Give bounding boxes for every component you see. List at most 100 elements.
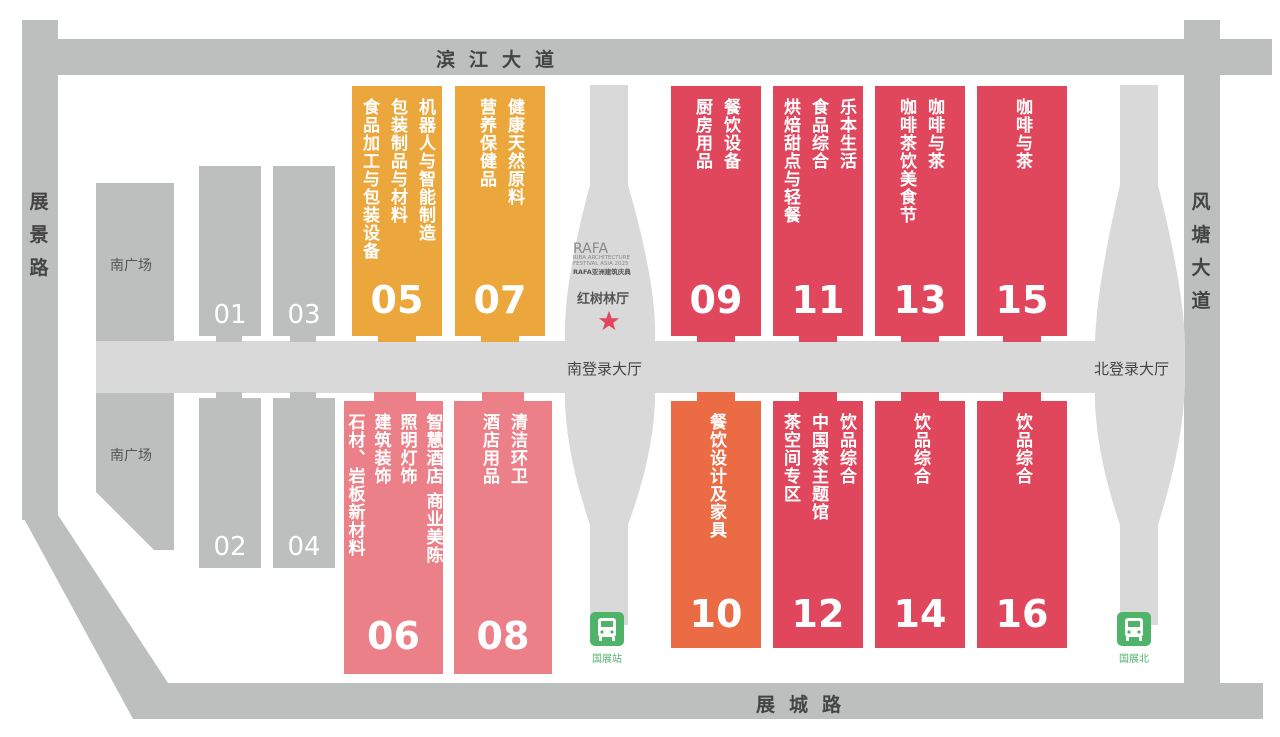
road-east (1184, 20, 1220, 685)
hall-05[interactable]: 机器人与智能制造 包装制品与材料 食品加工与包装设备 05 (352, 86, 442, 336)
hall-05-connector (378, 334, 416, 342)
hall-09[interactable]: 餐饮设备 厨房用品 09 (671, 86, 761, 336)
hall-category: 酒店用品 (479, 413, 499, 485)
south-plaza-upper-label: 南广场 (110, 258, 152, 274)
hall-category: 建筑装饰 (370, 413, 391, 485)
hall-10[interactable]: 餐饮设计及家具 10 (671, 401, 761, 648)
hall-02[interactable]: 02 (199, 398, 261, 568)
hall-category: 机器人与智能制造 (415, 98, 435, 242)
road-north (48, 39, 1272, 75)
hall-04-connector (290, 392, 316, 400)
south-lobby-label: 南登录大厅 (567, 360, 643, 378)
hall-number: 07 (473, 278, 527, 322)
south-plaza-lower (96, 392, 174, 550)
bus-icon (1125, 618, 1143, 641)
hall-number: 04 (287, 532, 321, 562)
hall-14-connector (901, 392, 939, 402)
hall-category: 饮品综合 (1012, 413, 1032, 485)
south-plaza-lower-label: 南广场 (110, 448, 152, 464)
hall-category: 中国茶主题馆 (808, 413, 828, 521)
hall-15[interactable]: 咖啡与茶 15 (977, 86, 1067, 336)
atrium-north (1094, 85, 1185, 625)
hall-number: 03 (287, 300, 321, 330)
hall-16-connector (1003, 392, 1041, 402)
north-lobby-label: 北登录大厅 (1094, 360, 1170, 378)
hall-number: 05 (370, 278, 424, 322)
hall-category: 饮品综合 (836, 413, 856, 485)
hall-category: 包装制品与材料 (387, 98, 407, 224)
hall-number: 14 (893, 592, 947, 636)
hall-06-connector (374, 392, 416, 402)
hall-13[interactable]: 咖啡与茶 咖啡茶饮美食节 13 (875, 86, 965, 336)
hall-06[interactable]: 智慧酒店 商业美陈 照明灯饰 建筑装饰 石材、岩板新材料 06 (344, 401, 443, 674)
road-south (133, 683, 1263, 719)
hall-category: 饮品综合 (910, 413, 930, 485)
hall-category: 餐饮设备 (720, 98, 740, 170)
road-south-label: 展城路 (756, 694, 856, 716)
road-west-label: 展景路 (29, 191, 49, 279)
rafa-logo-text: RAFA (573, 241, 609, 257)
rafa-logo: RAFA RIBA ARCHITECTURE FESTIVAL ASIA 202… (573, 241, 653, 277)
hall-13-connector (901, 334, 939, 342)
hall-category: 照明灯饰 (396, 413, 417, 485)
bus-stop-guozhanbei-label: 国展北 (1119, 654, 1149, 665)
hall-category: 智慧酒店 商业美陈 (422, 413, 443, 564)
bus-stop-guozhan[interactable] (590, 612, 624, 646)
hall-category: 咖啡茶饮美食节 (896, 98, 916, 224)
rafa-logo-sub1: RIBA ARCHITECTURE (573, 255, 630, 261)
hall-number: 15 (995, 278, 1049, 322)
hall-01-connector (216, 334, 242, 342)
bus-stop-guozhan-label: 国展站 (592, 654, 622, 665)
hall-16[interactable]: 饮品综合 16 (977, 401, 1067, 648)
hall-02-connector (216, 392, 242, 400)
hall-11-connector (799, 334, 837, 342)
bus-icon (598, 618, 616, 641)
star-icon (598, 310, 620, 331)
hall-number: 06 (367, 614, 420, 658)
rafa-logo-sub2: FESTIVAL ASIA 2025 (573, 261, 629, 267)
hall-category: 烘焙甜点与轻餐 (780, 98, 800, 224)
atrium-south (564, 85, 656, 625)
hall-03[interactable]: 03 (273, 166, 335, 336)
hall-07[interactable]: 健康天然原料 营养保健品 07 (455, 86, 545, 336)
rafa-logo-cn: RAFA亚洲建筑庆典 (573, 268, 631, 276)
mangrove-hall-label: 红树林厅 (577, 292, 630, 307)
hall-08[interactable]: 清洁环卫 酒店用品 08 (454, 401, 552, 674)
hall-category: 乐本生活 (836, 98, 856, 170)
hall-07-connector (481, 334, 519, 342)
hall-category: 清洁环卫 (507, 413, 527, 485)
hall-11[interactable]: 乐本生活 食品综合 烘焙甜点与轻餐 11 (773, 86, 863, 336)
hall-category: 餐饮设计及家具 (706, 413, 726, 539)
hall-03-connector (290, 334, 316, 342)
hall-10-connector (697, 392, 735, 402)
road-north-label: 滨江大道 (436, 49, 569, 71)
hall-14[interactable]: 饮品综合 14 (875, 401, 965, 648)
hall-category: 咖啡与茶 (1012, 98, 1032, 170)
hall-number: 12 (791, 592, 845, 636)
hall-category: 石材、岩板新材料 (344, 413, 365, 557)
hall-15-connector (1003, 334, 1041, 342)
hall-number: 16 (995, 592, 1049, 636)
hall-number: 08 (476, 614, 530, 658)
hall-09-connector (697, 334, 735, 342)
hall-category: 健康天然原料 (504, 98, 524, 206)
hall-number: 09 (689, 278, 743, 322)
hall-08-connector (482, 392, 524, 402)
hall-number: 02 (213, 532, 247, 562)
hall-number: 11 (791, 278, 845, 322)
hall-category: 营养保健品 (476, 98, 496, 188)
hall-01[interactable]: 01 (199, 166, 261, 336)
hall-category: 食品综合 (808, 98, 828, 170)
hall-number: 13 (893, 278, 947, 322)
bus-stop-guozhanbei[interactable] (1117, 612, 1151, 646)
south-plaza-upper (96, 183, 174, 343)
hall-category: 食品加工与包装设备 (359, 98, 379, 260)
road-east-label: 风塘大道 (1191, 191, 1211, 312)
hall-04[interactable]: 04 (273, 398, 335, 568)
hall-12[interactable]: 饮品综合 中国茶主题馆 茶空间专区 12 (773, 401, 863, 648)
hall-number: 10 (689, 592, 743, 636)
road-west (22, 20, 58, 520)
hall-category: 茶空间专区 (780, 413, 800, 503)
